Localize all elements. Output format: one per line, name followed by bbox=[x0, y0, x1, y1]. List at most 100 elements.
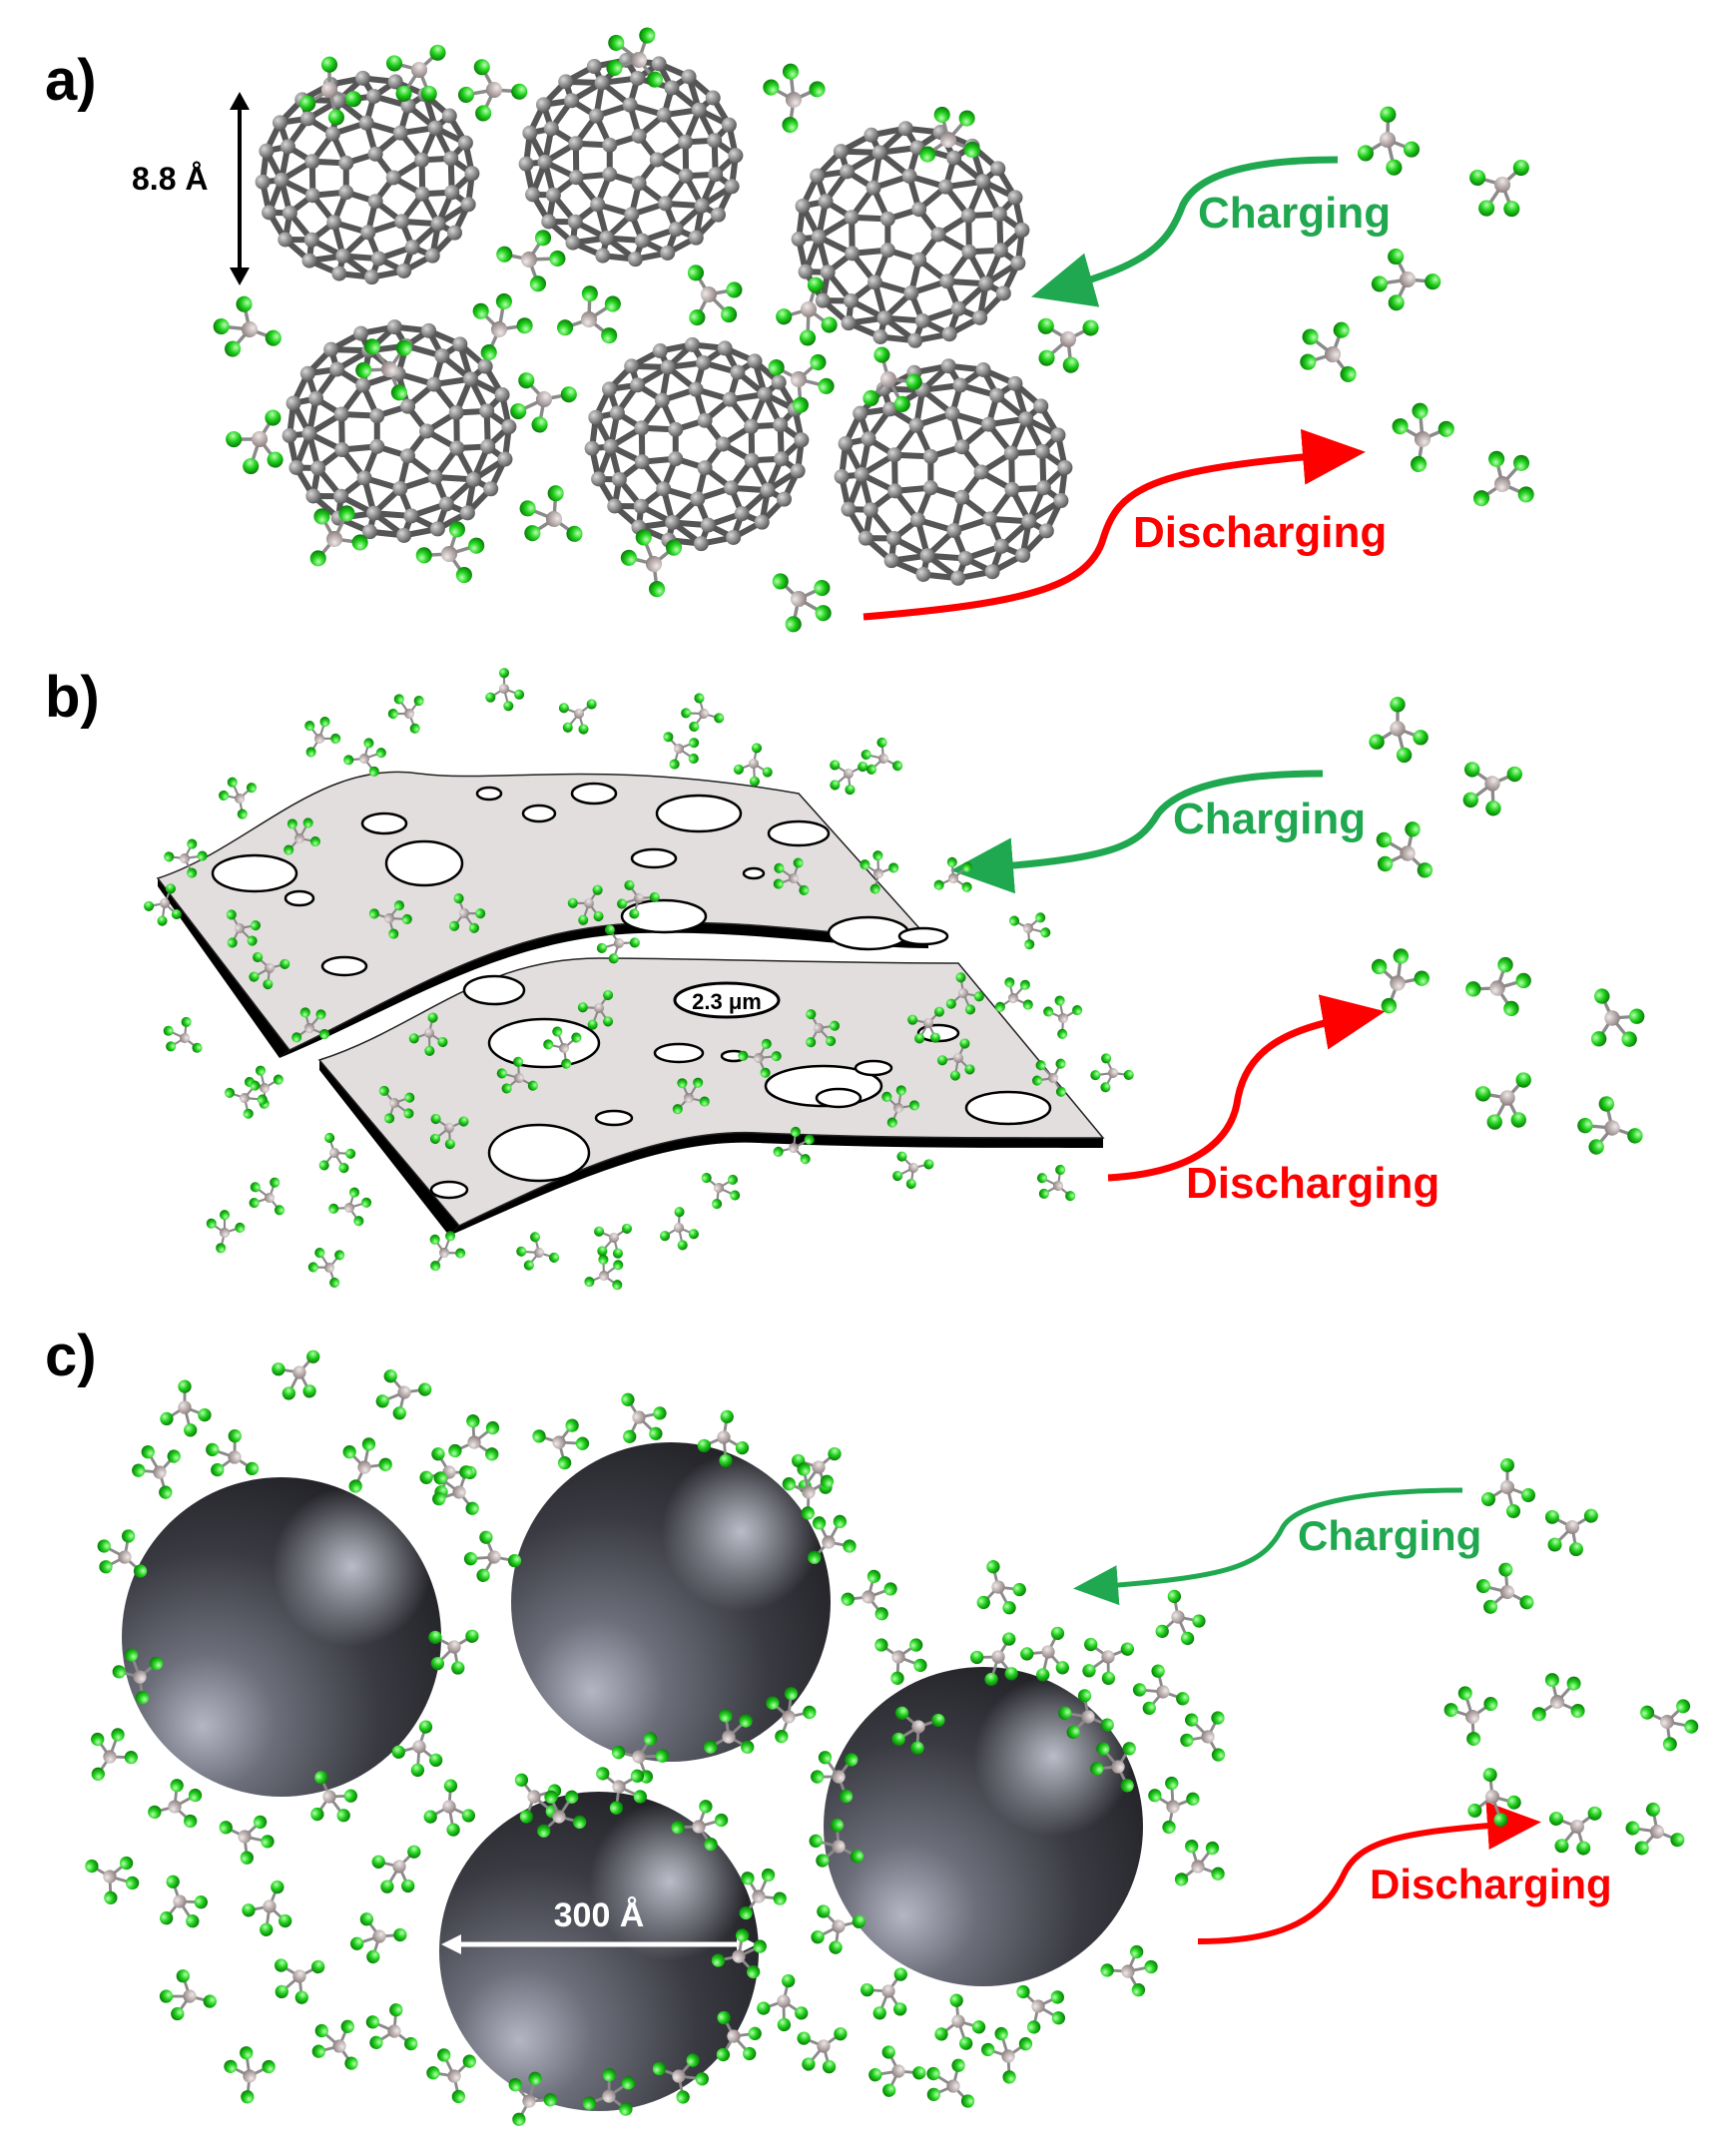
charging-label-c: Charging bbox=[1298, 1512, 1481, 1559]
anion-molecule bbox=[874, 1638, 927, 1685]
pore bbox=[429, 1180, 469, 1200]
anion-molecule bbox=[375, 1369, 432, 1420]
sphere-2 bbox=[511, 1442, 831, 1762]
pore bbox=[211, 853, 298, 893]
anion-molecule bbox=[415, 521, 485, 584]
anion-molecule bbox=[355, 338, 412, 401]
anion-molecule bbox=[976, 1560, 1026, 1615]
anion-molecule bbox=[1376, 821, 1434, 878]
anion-molecule bbox=[611, 1732, 670, 1784]
anion-molecule bbox=[1357, 106, 1421, 176]
anion-molecule bbox=[981, 2026, 1033, 2084]
anion-molecule bbox=[704, 1709, 755, 1754]
anion-molecule bbox=[763, 63, 826, 134]
fullerene-molecule bbox=[518, 52, 744, 268]
pore bbox=[742, 866, 766, 880]
anion-molecule bbox=[811, 1904, 866, 1954]
anion-molecule bbox=[226, 409, 284, 475]
anion-molecule bbox=[1577, 1096, 1643, 1155]
dimension-label-a: 8.8 Å bbox=[132, 161, 208, 197]
pore bbox=[815, 1087, 862, 1109]
anion-molecule bbox=[428, 1629, 479, 1675]
anion-molecule bbox=[776, 276, 838, 346]
anion-molecule bbox=[1037, 317, 1099, 373]
anion-group-b bbox=[144, 668, 1645, 1291]
anion-molecule bbox=[558, 699, 597, 735]
anion-molecule bbox=[368, 900, 412, 939]
anion-molecule bbox=[936, 1038, 975, 1081]
anion-molecule bbox=[1474, 1072, 1531, 1130]
anion-molecule bbox=[457, 59, 528, 122]
anion-molecule bbox=[1371, 248, 1441, 311]
pore bbox=[620, 898, 708, 934]
anion-molecule bbox=[739, 1868, 787, 1920]
panel-c: c) 300 Å Charging Discharging bbox=[45, 1324, 1699, 2126]
anion-molecule bbox=[1475, 1562, 1534, 1614]
anion-molecule bbox=[860, 850, 899, 894]
pore bbox=[487, 1123, 591, 1183]
sphere-4 bbox=[824, 1667, 1143, 1986]
panel-c-label: c) bbox=[45, 1324, 97, 1388]
anion-molecule bbox=[830, 760, 868, 796]
anion-molecule bbox=[1531, 1673, 1585, 1722]
pore bbox=[767, 819, 831, 847]
pore bbox=[854, 1059, 893, 1077]
anion-molecule bbox=[144, 883, 182, 926]
discharging-label-b: Discharging bbox=[1186, 1159, 1439, 1208]
anion-molecule bbox=[1016, 1984, 1066, 2034]
anion-molecule bbox=[1548, 1806, 1602, 1856]
anion-molecule bbox=[701, 1172, 741, 1210]
anion-molecule bbox=[309, 505, 368, 567]
panel-b-label: b) bbox=[45, 665, 100, 730]
anion-molecule bbox=[596, 1767, 647, 1815]
anion-molecule bbox=[861, 1967, 907, 2020]
anion-molecule bbox=[543, 1026, 582, 1069]
anion-molecule bbox=[291, 1007, 330, 1043]
panel-a-label: a) bbox=[45, 48, 97, 113]
anion-molecule bbox=[1090, 1053, 1134, 1093]
anion-group-c bbox=[85, 1349, 1699, 2126]
dimension-marker-b bbox=[673, 981, 781, 1019]
anion-molecule bbox=[272, 1349, 320, 1400]
anion-molecule bbox=[757, 1973, 809, 2032]
anion-molecule bbox=[782, 1462, 835, 1520]
anion-molecule bbox=[663, 732, 700, 770]
anion-molecule bbox=[892, 1151, 934, 1190]
anion-molecule bbox=[496, 230, 566, 292]
anion-molecule bbox=[1155, 1589, 1206, 1646]
anion-molecule bbox=[797, 2027, 848, 2074]
anion-molecule bbox=[1462, 762, 1522, 816]
sphere-3 bbox=[439, 1792, 759, 2111]
anion-molecule bbox=[945, 972, 984, 1015]
anion-molecule bbox=[577, 989, 614, 1030]
anion-molecule bbox=[371, 1845, 421, 1893]
anion-molecule bbox=[159, 1875, 208, 1928]
anion-molecule bbox=[429, 1113, 469, 1150]
anion-molecule bbox=[508, 2071, 557, 2126]
anion-molecule bbox=[448, 1414, 500, 1461]
anion-molecule bbox=[792, 1446, 842, 1494]
anion-molecule bbox=[224, 1080, 268, 1119]
anion-molecule bbox=[449, 893, 486, 933]
anion-molecule bbox=[596, 924, 640, 964]
dimension-marker-a bbox=[230, 92, 250, 285]
anion-molecule bbox=[806, 1009, 841, 1048]
anion-molecule bbox=[919, 106, 980, 163]
anion-molecule bbox=[772, 573, 832, 633]
anion-molecule bbox=[994, 977, 1033, 1012]
anion-molecule bbox=[1031, 1058, 1066, 1097]
anion-molecule bbox=[926, 2058, 975, 2108]
anion-molecule bbox=[365, 2003, 418, 2051]
anion-molecule bbox=[1369, 697, 1429, 764]
anion-molecule bbox=[868, 2045, 926, 2097]
anion-molecule bbox=[510, 372, 577, 433]
anion-molecule bbox=[206, 1210, 246, 1254]
anion-molecule bbox=[85, 1856, 140, 1904]
anion-molecule bbox=[310, 1771, 357, 1823]
anion-molecule bbox=[485, 668, 525, 712]
pore bbox=[384, 839, 464, 887]
pore bbox=[462, 974, 526, 1006]
anion-molecule bbox=[408, 1012, 448, 1056]
panel-b: b) 2.3 μm Charging Discharging bbox=[45, 665, 1645, 1291]
